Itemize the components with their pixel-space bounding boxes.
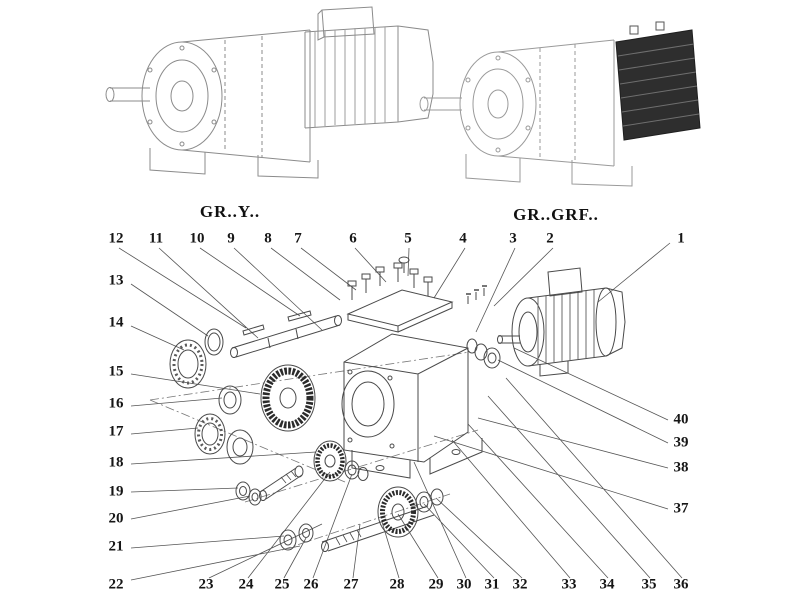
- part-spacer-ring: [218, 385, 242, 415]
- callout-4: 4: [459, 230, 467, 247]
- callout-22: 22: [108, 576, 124, 593]
- part-bearings: [194, 413, 254, 465]
- label-gr-y: GR..Y..: [199, 202, 261, 221]
- callout-14: 14: [108, 314, 124, 331]
- exploded-view: [149, 256, 626, 552]
- callout-7: 7: [294, 230, 302, 247]
- view-gr-grf-drawing: [419, 21, 701, 187]
- callout-27: 27: [343, 576, 359, 593]
- callout-37: 37: [673, 500, 689, 517]
- part-output-shaft: [230, 310, 342, 358]
- part-cover-and-bolts: [346, 256, 454, 333]
- part-intermediate-gear: [313, 440, 369, 482]
- part-large-gear: [260, 364, 316, 432]
- callout-12: 12: [108, 230, 124, 247]
- callout-40: 40: [673, 411, 689, 428]
- callout-6: 6: [349, 230, 357, 247]
- callout-11: 11: [148, 230, 164, 247]
- callout-31: 31: [484, 576, 500, 593]
- callout-1: 1: [677, 230, 685, 247]
- callout-36: 36: [673, 576, 689, 593]
- part-seals-bearing-gland: [169, 328, 224, 389]
- callout-5: 5: [404, 230, 412, 247]
- callout-15: 15: [108, 363, 124, 380]
- part-housing: [341, 333, 483, 479]
- callout-29: 29: [428, 576, 444, 593]
- part-washers-bottom: [279, 523, 314, 551]
- callout-28: 28: [389, 576, 405, 593]
- part-input-shims: [466, 285, 501, 369]
- callout-39: 39: [673, 434, 689, 451]
- callout-35: 35: [641, 576, 657, 593]
- callout-25: 25: [274, 576, 290, 593]
- part-washers-left: [235, 481, 262, 506]
- part-motor: [497, 267, 626, 377]
- part-bottom-shaft-assembly: [321, 486, 444, 552]
- assembly-axes: [149, 351, 479, 551]
- callout-10: 10: [189, 230, 205, 247]
- callout-17: 17: [108, 423, 124, 440]
- callout-38: 38: [673, 459, 689, 476]
- leader-lines: [118, 242, 683, 581]
- callout-2: 2: [546, 230, 554, 247]
- view-gr-y-drawing: [105, 6, 434, 179]
- callout-33: 33: [561, 576, 577, 593]
- callout-34: 34: [599, 576, 615, 593]
- callout-32: 32: [512, 576, 528, 593]
- callout-26: 26: [303, 576, 319, 593]
- callout-19: 19: [108, 483, 124, 500]
- callout-3: 3: [509, 230, 517, 247]
- callout-23: 23: [198, 576, 214, 593]
- callout-21: 21: [108, 538, 124, 555]
- callout-16: 16: [108, 395, 124, 412]
- callout-20: 20: [108, 510, 124, 527]
- label-gr-grf: GR..GRF..: [513, 205, 599, 224]
- callout-13: 13: [108, 272, 124, 289]
- callout-24: 24: [238, 576, 254, 593]
- callout-18: 18: [108, 454, 124, 471]
- callout-8: 8: [264, 230, 272, 247]
- callout-30: 30: [456, 576, 472, 593]
- part-pinion-shaft: [259, 465, 304, 501]
- callout-9: 9: [227, 230, 235, 247]
